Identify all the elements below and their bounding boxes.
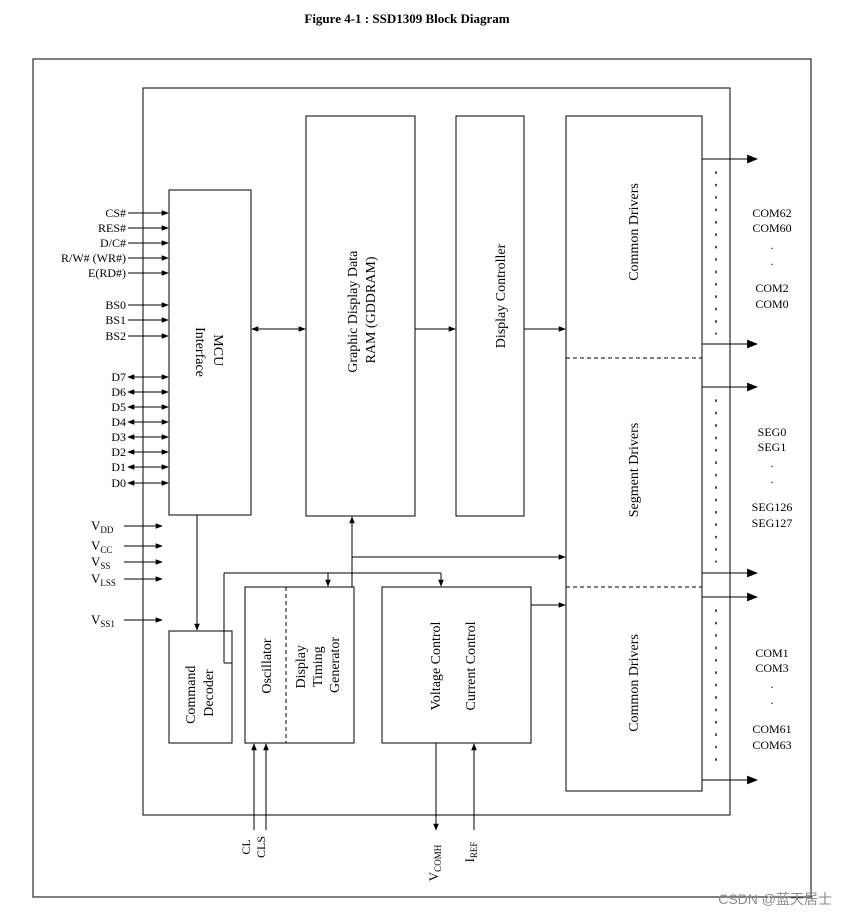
mcu-interface-label: MCU Interface	[192, 327, 225, 377]
oscillator-timing-block	[244, 586, 355, 744]
output-label-com_bottom-1: COM3	[755, 661, 788, 675]
pin-label-control-1: RES#	[98, 221, 126, 235]
cls-pin-label: CLS	[254, 836, 268, 858]
output-label-com_top-5: COM0	[755, 297, 788, 311]
pin-label-control-2: D/C#	[100, 236, 126, 250]
power-pin-label-4: VSS1	[91, 612, 115, 629]
pin-label-data_bus-1: D6	[111, 385, 126, 399]
display-controller-block	[455, 115, 525, 517]
left-input-pins: CS#RES#D/C#R/W# (WR#)E(RD#) BS0BS1BS2D7D6…	[61, 206, 169, 629]
mcu-interface-block	[168, 189, 252, 516]
pin-label-control-4: E(RD#)	[88, 266, 126, 280]
pin-label-data_bus-3: D4	[111, 415, 126, 429]
common-drivers-top-label: Common Drivers	[627, 183, 642, 281]
output-label-com_top-3: .	[771, 254, 774, 268]
gddram-block	[305, 115, 416, 517]
segment-drivers-label: Segment Drivers	[627, 423, 642, 517]
output-label-com_bottom-3: .	[771, 693, 774, 707]
pin-label-bus_select-2: BS2	[105, 329, 126, 343]
pin-label-bus_select-1: BS1	[105, 313, 126, 327]
pin-label-control-0: CS#	[105, 206, 126, 220]
output-label-com_bottom-0: COM1	[755, 646, 788, 660]
command-decoder-label: Command Decoder	[184, 662, 217, 724]
output-label-seg-0: SEG0	[758, 425, 787, 439]
output-label-com_top-1: COM60	[752, 221, 791, 235]
outer-frame	[32, 58, 812, 898]
output-label-com_bottom-4: COM61	[752, 722, 791, 736]
output-label-seg-2: .	[771, 456, 774, 470]
pin-label-data_bus-2: D5	[111, 400, 126, 414]
pin-label-data_bus-5: D2	[111, 445, 126, 459]
common-drivers-bottom-label: Common Drivers	[627, 634, 642, 732]
power-pin-label-3: VLSS	[91, 571, 116, 588]
cl-pin-label: CL	[239, 839, 253, 854]
output-label-seg-1: SEG1	[758, 440, 787, 454]
output-label-com_bottom-2: .	[771, 677, 774, 691]
output-label-com_top-0: COM62	[752, 206, 791, 220]
display-timing-generator-label: Display Timing Generator	[294, 637, 343, 693]
figure-title: Figure 4-1 : SSD1309 Block Diagram	[304, 11, 509, 26]
vcomh-pin-label: VCOMH	[426, 844, 443, 881]
pin-label-data_bus-4: D3	[111, 430, 126, 444]
pin-label-control-3: R/W# (WR#)	[61, 251, 126, 265]
voltage-current-block	[381, 586, 532, 744]
oscillator-label: Oscillator	[260, 638, 275, 694]
output-label-seg-3: .	[771, 472, 774, 486]
pin-label-bus_select-0: BS0	[105, 298, 126, 312]
pin-label-data_bus-0: D7	[111, 370, 126, 384]
gddram-label: Graphic Display Data RAM (GDDRAM)	[346, 247, 379, 373]
driver-block	[565, 115, 703, 792]
command-decoder-block	[168, 630, 233, 744]
output-label-com_bottom-5: COM63	[752, 738, 791, 752]
power-pin-label-1: VCC	[91, 538, 112, 555]
watermark: CSDN @蓝天居士	[718, 891, 832, 907]
output-label-seg-4: SEG126	[752, 500, 793, 514]
display-controller-label: Display Controller	[494, 243, 509, 348]
pin-label-data_bus-6: D1	[111, 460, 126, 474]
iref-pin-label: IREF	[462, 842, 479, 863]
output-label-com_top-4: COM2	[755, 281, 788, 295]
pin-label-data_bus-7: D0	[111, 476, 126, 490]
output-label-seg-5: SEG127	[752, 516, 793, 530]
power-pin-label-0: VDD	[91, 518, 114, 535]
output-label-com_top-2: .	[771, 238, 774, 252]
current-control-label: Current Control	[464, 621, 479, 710]
voltage-control-label: Voltage Control	[429, 621, 444, 710]
power-pin-label-2: VSS	[91, 554, 110, 571]
